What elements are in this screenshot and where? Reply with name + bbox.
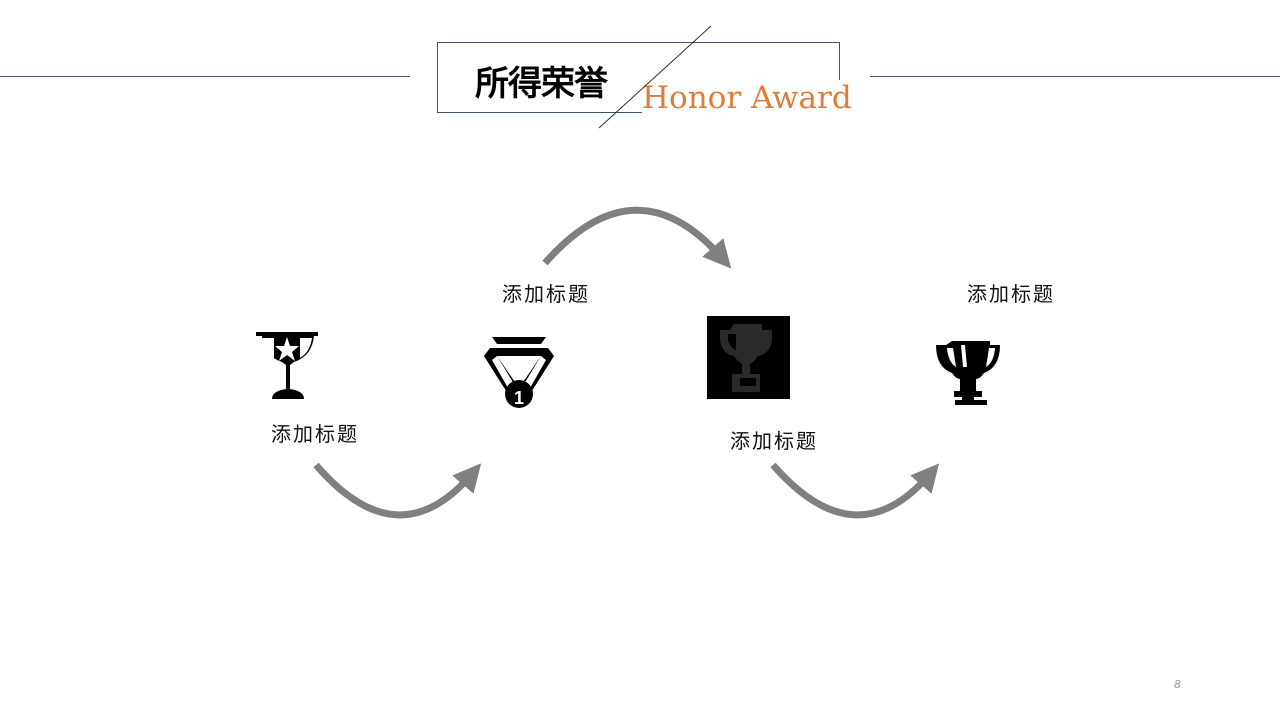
arrow-top	[542, 206, 732, 269]
title-chinese: 所得荣誉	[475, 64, 608, 104]
svg-text:1: 1	[514, 388, 524, 408]
trophy-star-icon	[256, 332, 318, 399]
item-label-3: 添加标题	[730, 429, 818, 453]
header-line-right	[870, 76, 1280, 77]
page-number: 8	[1174, 678, 1181, 691]
title-diagonal-line	[598, 25, 712, 129]
trophy-icon	[936, 341, 1000, 405]
title-frame	[437, 42, 840, 113]
item-label-2: 添加标题	[502, 282, 590, 306]
trophy-dark-icon	[707, 316, 790, 399]
arrow-bottom-right	[770, 462, 940, 519]
arrow-bottom-left	[313, 462, 482, 519]
item-label-1: 添加标题	[271, 422, 359, 446]
title-english: Honor Award	[642, 80, 852, 116]
item-label-4: 添加标题	[967, 282, 1055, 306]
medal-first-icon: 1	[484, 337, 554, 408]
header-line-left	[0, 76, 410, 77]
